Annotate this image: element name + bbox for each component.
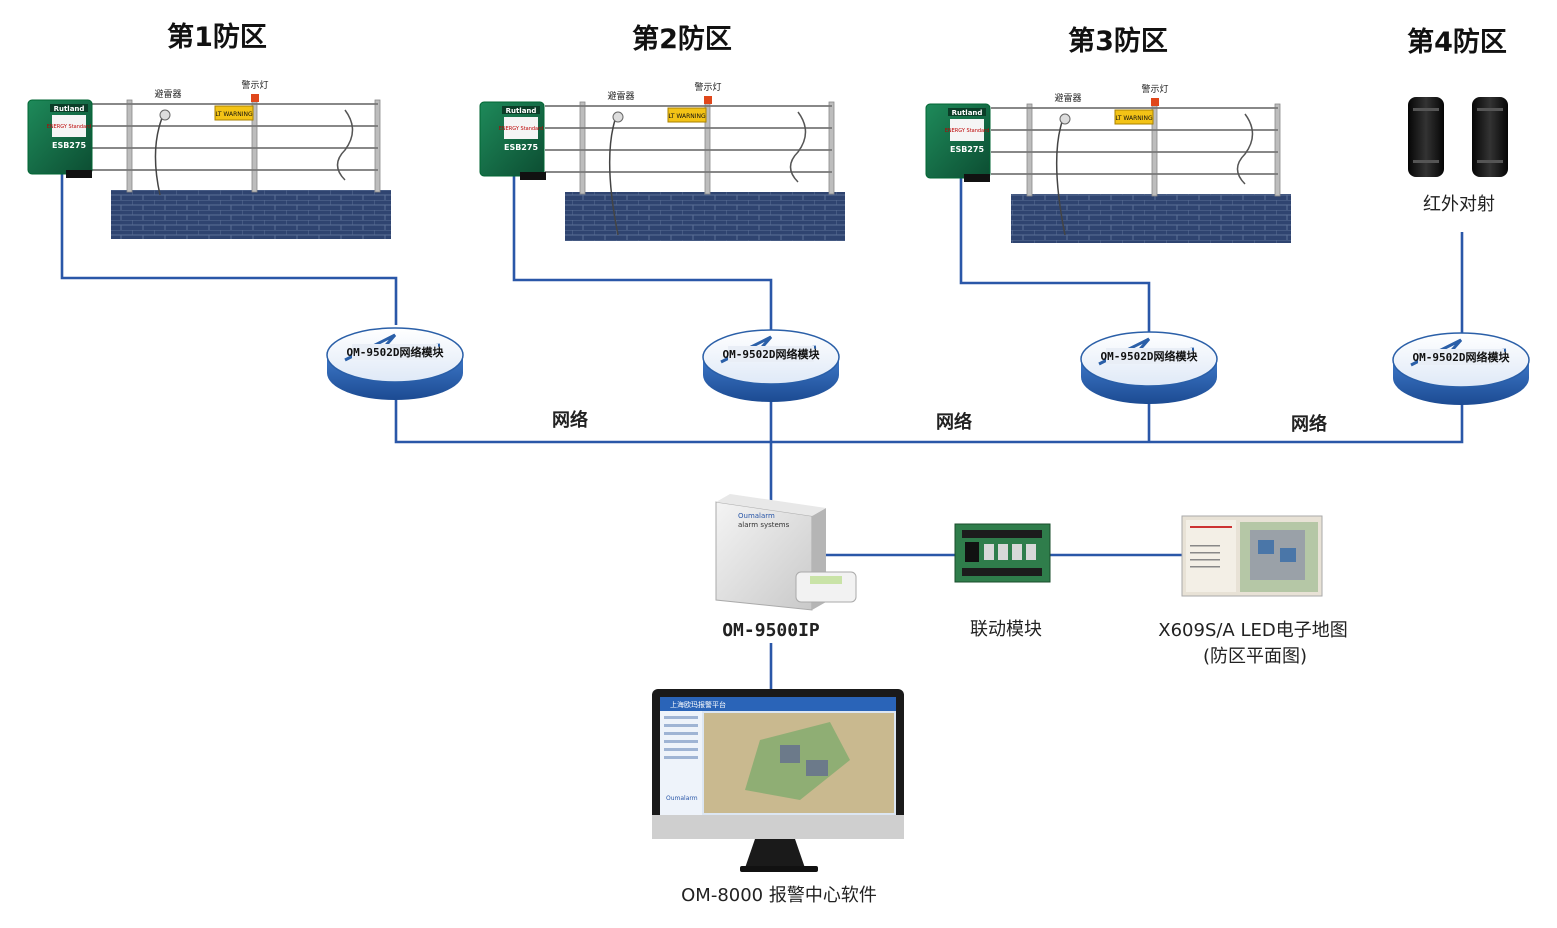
zone1-uplink-line bbox=[60, 168, 398, 325]
fence-energizer: Rutland ENERGY Standard ESB275 bbox=[925, 103, 991, 182]
software-screen-title: 上海欧玛报警平台 bbox=[670, 700, 726, 709]
svg-text:OM-9502D网络模块: OM-9502D网络模块 bbox=[723, 347, 821, 361]
zone3-uplink-line bbox=[959, 170, 1151, 332]
led-map-label-line2: (防区平面图) bbox=[1203, 646, 1307, 667]
warning-sign bbox=[214, 105, 254, 121]
alarm-panel: Oumalarm alarm systems OM-9500IP bbox=[715, 494, 857, 641]
network-module-2: OM-9502D网络模块 bbox=[702, 329, 840, 402]
led-map-label-line1: X609S/A LED电子地图 bbox=[1158, 620, 1347, 641]
fence-post bbox=[1274, 103, 1281, 197]
brick-wall bbox=[111, 190, 391, 239]
warning-lamp-icon bbox=[704, 96, 712, 104]
svg-text:ENERGY Standard: ENERGY Standard bbox=[499, 126, 544, 132]
connection-lines bbox=[60, 168, 1464, 690]
infrared-beam-icon bbox=[1408, 97, 1444, 177]
svg-text:LT WARNING: LT WARNING bbox=[1115, 115, 1153, 122]
lamp-label: 警示灯 bbox=[694, 81, 721, 93]
warning-lamp-icon bbox=[1151, 98, 1159, 106]
svg-text:Rutland: Rutland bbox=[54, 105, 85, 113]
warning-sign bbox=[667, 107, 707, 123]
network-bus-line bbox=[394, 385, 1464, 444]
zone3-fence: 避雷器 LT WARNING 警示灯 Rutland ENERGY Standa… bbox=[925, 83, 1291, 243]
svg-text:OM-9502D网络模块: OM-9502D网络模块 bbox=[1101, 349, 1199, 363]
network-module-1: OM-9502D网络模块 bbox=[326, 327, 464, 400]
svg-text:Rutland: Rutland bbox=[506, 107, 537, 115]
zone1-title: 第1防区 bbox=[167, 21, 267, 53]
fence-post bbox=[828, 101, 835, 195]
fence-post bbox=[374, 99, 381, 193]
svg-text:ESB275: ESB275 bbox=[504, 143, 538, 152]
svg-text:ESB275: ESB275 bbox=[950, 145, 984, 154]
linkage-label: 联动模块 bbox=[970, 619, 1042, 640]
zone2-uplink-line bbox=[512, 168, 773, 330]
zone2-fence: 避雷器 LT WARNING 警示灯 Rutland ENERGY Standa… bbox=[479, 81, 845, 241]
linkage-module: 联动模块 bbox=[954, 523, 1051, 640]
fence-energizer: Rutland ENERGY Standard ESB275 bbox=[27, 99, 93, 178]
brick-wall bbox=[1011, 194, 1291, 243]
svg-text:ENERGY Standard: ENERGY Standard bbox=[945, 128, 990, 134]
svg-text:ENERGY Standard: ENERGY Standard bbox=[47, 124, 92, 130]
warning-sign bbox=[1114, 109, 1154, 125]
monitor: 上海欧玛报警平台 Oumalarm OM-8000 报警中心软件 bbox=[652, 689, 904, 906]
led-map: X609S/A LED电子地图 (防区平面图) bbox=[1158, 515, 1348, 667]
lamp-label: 警示灯 bbox=[1141, 83, 1168, 95]
zone1-fence: 避雷器 LT WARNING 警示灯 Rutland ENERGY Standa… bbox=[27, 79, 391, 239]
svg-text:Oumalarm: Oumalarm bbox=[738, 512, 775, 520]
infrared-beam-icon bbox=[1472, 97, 1508, 177]
lightning-arrester-icon bbox=[612, 111, 624, 123]
panel-label: OM-9500IP bbox=[722, 620, 820, 641]
arrester-label: 避雷器 bbox=[1054, 92, 1081, 104]
svg-text:alarm systems: alarm systems bbox=[738, 521, 790, 529]
svg-text:OM-9502D网络模块: OM-9502D网络模块 bbox=[1413, 350, 1511, 364]
brick-wall bbox=[565, 192, 845, 241]
svg-text:LT WARNING: LT WARNING bbox=[215, 111, 253, 118]
svg-text:OM-9502D网络模块: OM-9502D网络模块 bbox=[347, 345, 445, 359]
fence-post bbox=[1026, 103, 1033, 197]
zone4-title: 第4防区 bbox=[1407, 26, 1507, 58]
infrared-label: 红外对射 bbox=[1423, 194, 1495, 215]
network-label: 网络 bbox=[552, 409, 588, 431]
software-label: OM-8000 报警中心软件 bbox=[681, 885, 877, 906]
fence-post bbox=[579, 101, 586, 195]
network-label: 网络 bbox=[936, 411, 972, 433]
svg-text:Rutland: Rutland bbox=[952, 109, 983, 117]
lightning-arrester-icon bbox=[1059, 113, 1071, 125]
svg-text:LT WARNING: LT WARNING bbox=[668, 113, 706, 120]
fence-energizer: Rutland ENERGY Standard ESB275 bbox=[479, 101, 546, 180]
svg-text:Oumalarm: Oumalarm bbox=[666, 795, 698, 802]
zone2-title: 第2防区 bbox=[632, 23, 732, 55]
arrester-label: 避雷器 bbox=[607, 90, 634, 102]
lightning-arrester-icon bbox=[159, 109, 171, 121]
arrester-label: 避雷器 bbox=[154, 88, 181, 100]
network-module-3: OM-9502D网络模块 bbox=[1080, 331, 1218, 404]
svg-text:ESB275: ESB275 bbox=[52, 141, 86, 150]
zone3-title: 第3防区 bbox=[1068, 25, 1168, 57]
network-module-4: OM-9502D网络模块 bbox=[1392, 332, 1530, 405]
lamp-label: 警示灯 bbox=[241, 79, 268, 91]
warning-lamp-icon bbox=[251, 94, 259, 102]
network-label: 网络 bbox=[1291, 413, 1327, 435]
fence-post bbox=[126, 99, 133, 193]
zone4-infrared-beams: 红外对射 bbox=[1408, 97, 1508, 215]
